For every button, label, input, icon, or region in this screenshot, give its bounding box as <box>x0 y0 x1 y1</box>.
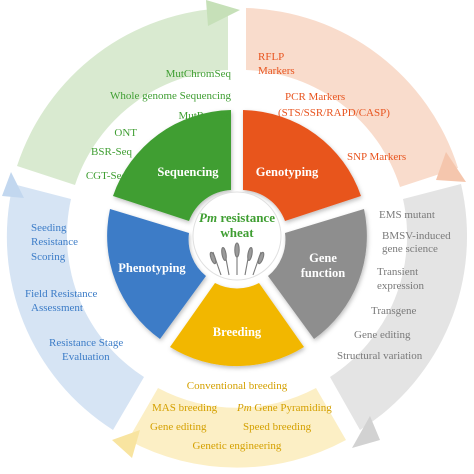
breeding-items: Conventional breeding MAS breeding Pm Ge… <box>150 380 332 452</box>
list-item: MutChromSeq <box>166 68 232 80</box>
list-item: RFLP <box>258 51 284 63</box>
sequencing-arrowhead <box>206 0 240 26</box>
gene-function-label-line1: Gene <box>309 251 337 265</box>
pyramiding-text: Gene Pyramiding <box>252 402 333 414</box>
phenotyping-arrowhead <box>2 172 24 198</box>
phenotyping-sector[interactable] <box>107 209 206 339</box>
list-item: Assessment <box>31 302 83 314</box>
list-item: Transient <box>377 266 418 278</box>
phenotyping-label: Phenotyping <box>118 261 186 275</box>
list-item: SNP Markers <box>347 151 406 163</box>
list-item: (STS/SSR/RAPD/CASP) <box>278 107 390 119</box>
list-item: Resistance <box>31 236 78 248</box>
list-item: MutRenSeq <box>178 110 231 122</box>
pm-italic: Pm <box>236 402 252 414</box>
gene-function-arrowhead <box>352 416 380 448</box>
list-item: Resistance Stage <box>49 337 123 349</box>
list-item: Field Resistance <box>25 288 98 300</box>
center-title-line2: wheat <box>220 225 254 240</box>
list-item: MAS breeding <box>152 402 218 414</box>
genotyping-label: Genotyping <box>256 165 319 179</box>
center-title-italic: Pm <box>199 210 217 225</box>
genotyping-arrowhead <box>436 152 466 182</box>
list-item: PCR Markers <box>285 91 345 103</box>
list-item: Whole genome Sequencing <box>110 90 231 102</box>
sequencing-outer-band <box>17 8 228 185</box>
genotyping-items: RFLP Markers PCR Markers (STS/SSR/RAPD/C… <box>258 51 406 163</box>
gene-function-sector[interactable] <box>268 209 367 339</box>
sequencing-label: Sequencing <box>157 165 219 179</box>
list-item: Seeding <box>31 222 67 234</box>
sequencing-sector[interactable] <box>113 110 231 221</box>
gene-function-outer-band <box>330 184 468 430</box>
center-title-rest: resistance <box>217 210 275 225</box>
list-item: expression <box>377 280 425 292</box>
list-item: EMS mutant <box>379 209 435 221</box>
breeding-outer-band <box>128 388 346 468</box>
list-item: CGT-Seq <box>86 170 128 182</box>
list-item: Transgene <box>371 305 417 317</box>
list-item: gene science <box>382 243 438 255</box>
center-title: Pm resistance <box>199 210 275 225</box>
gene-function-items: EMS mutant BMSV-induced gene science Tra… <box>337 209 451 362</box>
list-item: Gene editing <box>354 329 411 341</box>
breeding-sector[interactable] <box>170 283 304 367</box>
list-item: Markers <box>258 65 295 77</box>
sequencing-items: MutChromSeq Whole genome Sequencing MutR… <box>86 68 232 182</box>
breeding-arrowhead <box>112 430 140 458</box>
list-item: Genetic engineering <box>193 440 282 452</box>
pyramiding-item: Pm Gene Pyramiding <box>236 402 332 414</box>
list-item: BMSV-induced <box>382 230 451 242</box>
phenotyping-items: Seeding Resistance Scoring Field Resista… <box>25 222 123 363</box>
list-item: Gene editing <box>150 421 207 433</box>
genotyping-outer-band <box>246 8 458 187</box>
list-item: BSR-Seq <box>91 146 132 158</box>
wheat-icon <box>209 242 265 276</box>
list-item: Evaluation <box>62 351 110 363</box>
phenotyping-outer-band <box>6 184 144 430</box>
list-item: Speed breeding <box>243 421 312 433</box>
genotyping-sector[interactable] <box>243 110 361 221</box>
list-item: Structural variation <box>337 350 423 362</box>
list-item: ONT <box>114 127 137 139</box>
breeding-label: Breeding <box>213 325 262 339</box>
list-item: Scoring <box>31 251 66 263</box>
gene-function-label-line2: function <box>301 266 346 280</box>
list-item: Conventional breeding <box>187 380 288 392</box>
